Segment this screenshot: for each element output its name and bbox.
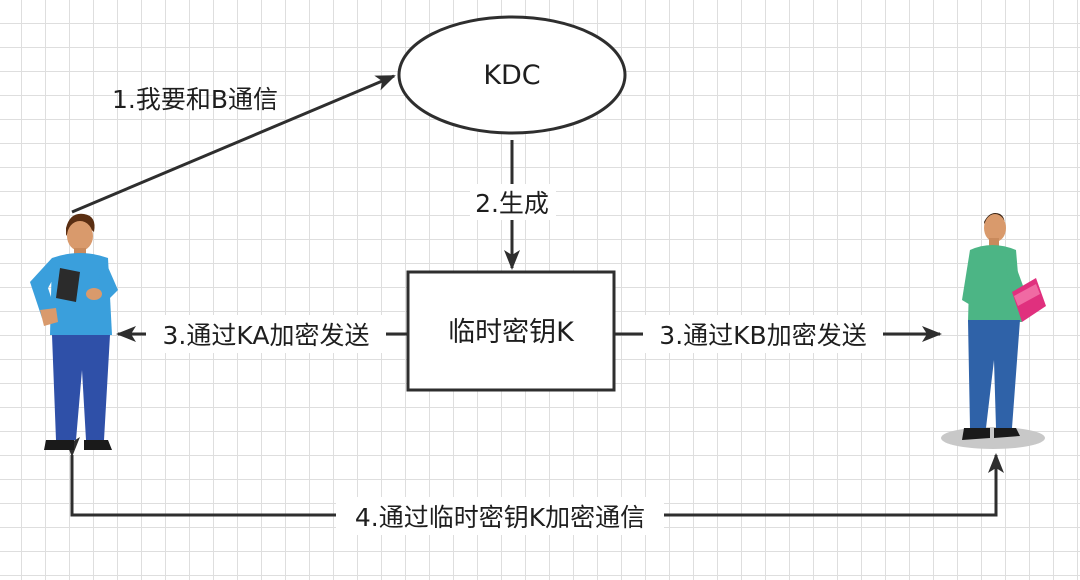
temp-key-box	[406, 270, 616, 392]
edge-communicate: 4.通过临时密钥K加密通信	[64, 437, 1004, 535]
communicate-label-bg	[336, 497, 664, 535]
request-label: 1.我要和B通信	[112, 85, 278, 114]
person-with-tablet-icon	[30, 213, 118, 450]
kdc-node: KDC	[397, 15, 627, 135]
edge-send-to-b: 3.通过KB加密发送	[615, 315, 942, 353]
kdc-label: KDC	[483, 60, 540, 91]
communicate-label: 4.通过临时密钥K加密通信	[355, 503, 645, 532]
send-to-a-label: 3.通过KA加密发送	[163, 321, 370, 350]
send-to-b-label-bg	[643, 315, 883, 353]
send-to-a-label-bg	[146, 315, 386, 353]
generate-label: 2.生成	[475, 189, 549, 218]
edge-request: 1.我要和B通信	[71, 74, 396, 214]
temp-key-label: 临时密钥K	[448, 317, 575, 348]
generate-label-bg	[470, 184, 556, 220]
request-arrow	[71, 74, 396, 214]
send-to-b-label: 3.通过KB加密发送	[659, 321, 866, 350]
person-with-book-icon	[941, 213, 1046, 449]
temp-key-node: 临时密钥K	[406, 270, 616, 392]
edge-send-to-a: 3.通过KA加密发送	[116, 315, 407, 353]
edge-generate: 2.生成	[470, 140, 556, 270]
kdc-ellipse	[397, 15, 627, 135]
